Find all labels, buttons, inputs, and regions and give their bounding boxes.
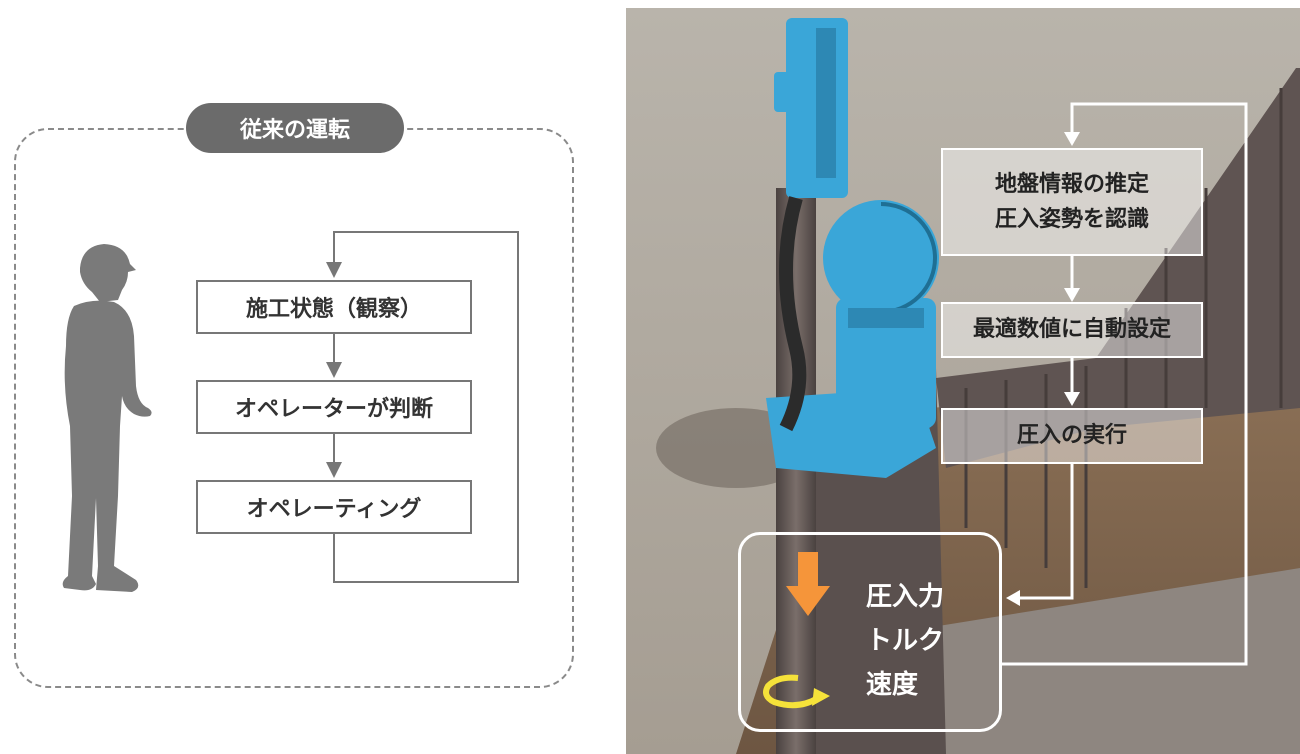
conventional-flow-arrows — [326, 231, 519, 583]
automated-operation-panel: 地盤情報の推定 圧入姿勢を認識 最適数値に自動設定 圧入の実行 圧入力 トルク — [626, 8, 1300, 754]
step-operate: オペレーティング — [196, 480, 472, 534]
metric-torque: トルク — [866, 626, 945, 656]
automated-flow-arrows — [1002, 102, 1248, 666]
metric-speed: 速度 — [866, 670, 919, 700]
rotation-arrow-icon — [763, 674, 830, 709]
step-execute: 圧入の実行 — [941, 408, 1203, 464]
metric-press-force: 圧入力 — [866, 582, 945, 612]
metrics-frame — [738, 532, 1002, 732]
step-auto-set: 最適数値に自動設定 — [941, 302, 1203, 358]
operator-person-icon — [62, 244, 152, 592]
step-judge: オペレーターが判断 — [196, 380, 472, 434]
step-estimate-line1: 地盤情報の推定 — [994, 171, 1149, 197]
step-auto-set-label: 最適数値に自動設定 — [972, 317, 1171, 343]
step-estimate-line2: 圧入姿勢を認識 — [994, 207, 1149, 232]
step-operate-label: オペレーティング — [246, 497, 422, 522]
step-observe: 施工状態（観察） — [196, 280, 472, 334]
step-judge-label: オペレーターが判断 — [234, 397, 433, 422]
conventional-title: 従来の運転 — [186, 103, 404, 153]
step-observe-label: 施工状態（観察） — [245, 297, 422, 322]
press-down-arrow-icon — [786, 552, 830, 616]
step-estimate: 地盤情報の推定 圧入姿勢を認識 — [941, 148, 1203, 256]
conventional-operation-panel: 従来の運転 施工状態（観察） オペレーターが判断 オペレーティング — [0, 0, 600, 754]
step-execute-label: 圧入の実行 — [1016, 423, 1127, 449]
